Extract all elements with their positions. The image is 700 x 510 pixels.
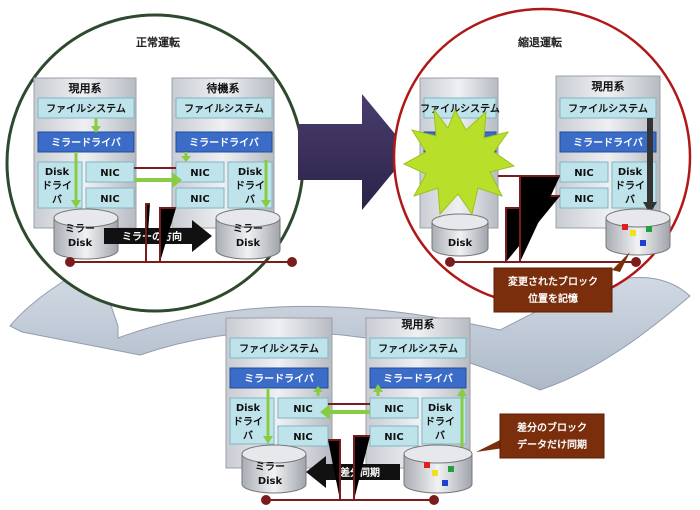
mirror-direction-label: ミラーの方向 xyxy=(122,230,182,243)
normal-standby-filesystem: ファイルシステム xyxy=(184,103,264,115)
degraded-active-nic-2: NIC xyxy=(574,194,593,205)
recovery-left-nic-1: NIC xyxy=(293,404,312,415)
recovery-left-mirror-driver: ミラードライバ xyxy=(244,373,314,385)
normal-standby-label: 待機系 xyxy=(206,81,240,95)
normal-active-nic-2: NIC xyxy=(100,194,119,205)
degraded-operation-title: 縮退運転 xyxy=(518,35,562,49)
degraded-node-left xyxy=(445,257,455,267)
diff-blocks-line2: データだけ同期 xyxy=(517,438,587,451)
normal-standby-nic-2: NIC xyxy=(190,194,209,205)
normal-standby-diskdrv-2: ドライ xyxy=(235,180,265,192)
recovery-standby-server: ファイルシステム ミラードライバ Disk ドライ バ NIC NIC xyxy=(225,317,333,469)
diff-blocks-callout: 差分のブロック データだけ同期 xyxy=(476,413,605,459)
recovery-active-label: 現用系 xyxy=(402,317,435,331)
degraded-active-diskdrv-1: Disk xyxy=(618,167,643,178)
recovery-right-filesystem: ファイルシステム xyxy=(378,343,458,355)
recovery-right-mirror-driver: ミラードライバ xyxy=(383,373,453,385)
degraded-active-label: 現用系 xyxy=(592,79,625,93)
normal-right-disk-label-1: ミラー xyxy=(233,223,263,235)
changed-blocks-callout: 変更されたブロック 位置を記憶 xyxy=(493,252,630,313)
recovery-right-nic-2: NIC xyxy=(384,432,403,443)
normal-operation-title: 正常運転 xyxy=(136,35,180,49)
recovery-disk-label-2: Disk xyxy=(258,476,283,487)
recovery-right-diskdrv-1: Disk xyxy=(428,403,453,414)
degraded-active-diskdrv-2: ドライ xyxy=(615,180,645,192)
recovery-left-diskdrv-1: Disk xyxy=(236,403,261,414)
normal-standby-server: 待機系 ファイルシステム ミラードライバ NIC NIC Disk ドライ バ xyxy=(171,77,275,229)
recovery-disk-label-1: ミラー xyxy=(255,461,285,473)
normal-active-diskdrv-1: Disk xyxy=(45,167,70,178)
recovery-left-nic-2: NIC xyxy=(293,432,312,443)
normal-right-disk-label-2: Disk xyxy=(236,238,261,249)
normal-left-disk-label-2: Disk xyxy=(68,238,93,249)
normal-standby-nic-1: NIC xyxy=(190,168,209,179)
normal-mirror-disk-right: ミラー Disk xyxy=(215,208,281,260)
degraded-failed-filesystem: ファイルシステム xyxy=(420,103,500,115)
diff-blocks-line1: 差分のブロック xyxy=(517,421,587,434)
recovery-left-filesystem: ファイルシステム xyxy=(239,343,319,355)
recovery-active-server: 現用系 ファイルシステム ミラードライバ NIC NIC Disk ドライ バ xyxy=(365,317,471,469)
normal-active-mirror-driver: ミラードライバ xyxy=(51,137,121,149)
recovery-sync-link-arrow xyxy=(320,404,370,420)
return-loop-arrow xyxy=(9,261,691,391)
normal-active-filesystem: ファイルシステム xyxy=(46,103,126,115)
normal-standby-mirror-driver: ミラードライバ xyxy=(189,137,259,149)
normal-mirror-link-arrow xyxy=(134,172,182,188)
degraded-failed-disk-label: Disk xyxy=(448,238,473,249)
recovery-node-right xyxy=(429,495,439,505)
degraded-active-server: 現用系 ファイルシステム ミラードライバ NIC NIC Disk ドライ バ xyxy=(555,75,661,229)
normal-mirror-disk-left: ミラー Disk xyxy=(53,208,119,260)
failure-burst xyxy=(402,108,516,216)
recovery-right-nic-1: NIC xyxy=(384,404,403,415)
degraded-active-mirror-driver: ミラードライバ xyxy=(573,137,643,149)
normal-standby-diskdrv-3: バ xyxy=(245,194,255,206)
recovery-active-disk xyxy=(403,444,473,494)
recovery-right-diskdrv-3: バ xyxy=(435,430,445,442)
changed-blocks-line1: 変更されたブロック xyxy=(508,275,598,288)
normal-active-diskdrv-2: ドライ xyxy=(42,180,72,192)
degraded-active-diskdrv-3: バ xyxy=(625,194,635,206)
changed-blocks-line2: 位置を記憶 xyxy=(528,292,578,305)
degraded-active-filesystem: ファイルシステム xyxy=(568,103,648,115)
degraded-node-right xyxy=(631,257,641,267)
recovery-left-diskdrv-2: ドライ xyxy=(233,416,263,428)
normal-node-left xyxy=(65,257,75,267)
recovery-left-diskdrv-3: バ xyxy=(243,430,253,442)
normal-node-right xyxy=(287,257,297,267)
recovery-right-diskdrv-2: ドライ xyxy=(425,416,455,428)
normal-active-nic-1: NIC xyxy=(100,168,119,179)
degraded-active-nic-1: NIC xyxy=(574,168,593,179)
normal-active-server: 現用系 ファイルシステム ミラードライバ Disk ドライ バ NIC NIC xyxy=(33,77,137,229)
recovery-node-left xyxy=(261,495,271,505)
normal-left-disk-label-1: ミラー xyxy=(65,223,95,235)
normal-active-label: 現用系 xyxy=(69,81,102,95)
degraded-active-disk xyxy=(605,208,671,256)
recovery-mirror-disk: ミラー Disk xyxy=(241,444,307,494)
normal-standby-diskdrv-1: Disk xyxy=(238,167,263,178)
normal-active-diskdrv-3: バ xyxy=(52,194,62,206)
transition-arrow xyxy=(298,94,410,210)
